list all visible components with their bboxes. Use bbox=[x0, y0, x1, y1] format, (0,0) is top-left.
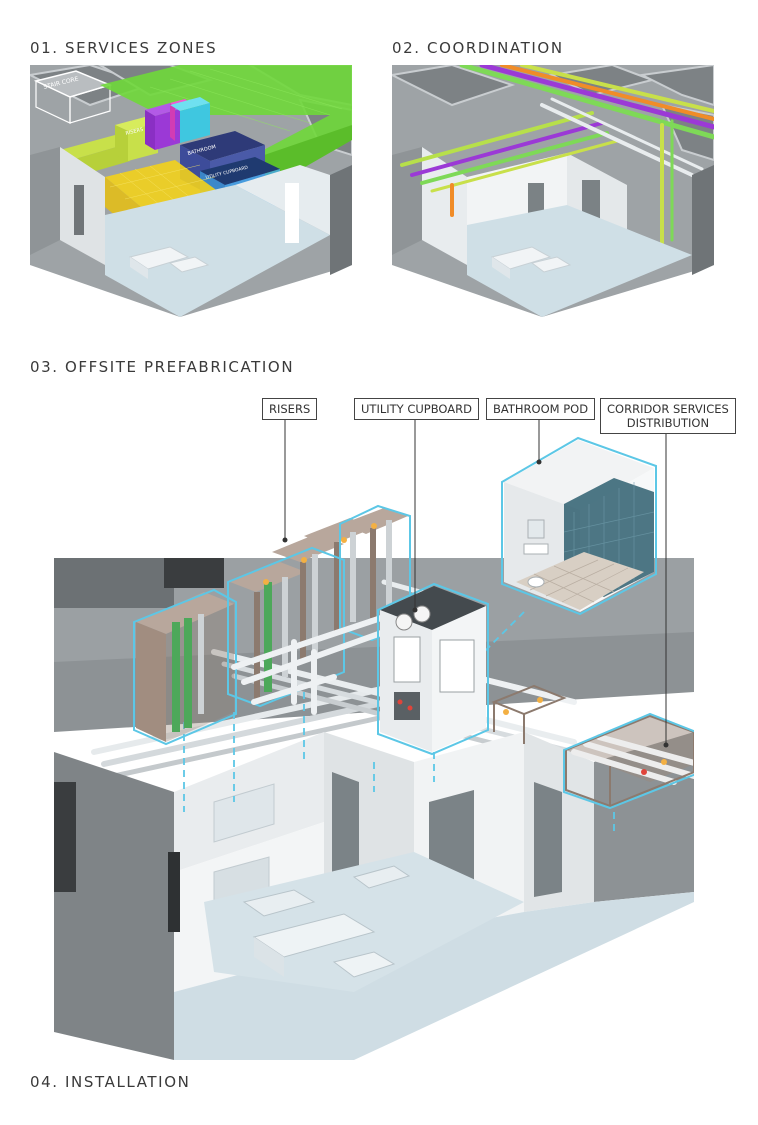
risers-modules bbox=[133, 504, 411, 746]
coordination-illustration bbox=[392, 65, 714, 317]
callout-risers: RISERS bbox=[262, 398, 318, 420]
bathroom-pod-module bbox=[501, 436, 657, 616]
prefabrication-installation-illustration bbox=[54, 432, 694, 1060]
callout-corridor-line2: DISTRIBUTION bbox=[626, 416, 710, 430]
section-title-services-zones: 01. SERVICES ZONES bbox=[30, 39, 218, 57]
section-title-installation: 04. INSTALLATION bbox=[30, 1073, 191, 1091]
callout-corridor-services-distribution: CORRIDOR SERVICES DISTRIBUTION bbox=[600, 398, 736, 434]
section-title-offsite-prefabrication: 03. OFFSITE PREFABRICATION bbox=[30, 358, 295, 376]
utility-cupboard-module bbox=[377, 582, 489, 756]
callout-bathroom-pod: BATHROOM POD bbox=[486, 398, 596, 420]
risers-zone-label: RISERS bbox=[125, 127, 144, 137]
callout-corridor-line1: CORRIDOR SERVICES bbox=[607, 402, 729, 416]
corridor-services-module bbox=[563, 712, 694, 810]
callout-utility-cupboard: UTILITY CUPBOARD bbox=[354, 398, 479, 420]
services-zones-illustration: STAIR CORE RISERS BATHROOM bbox=[30, 65, 352, 317]
section-title-coordination: 02. COORDINATION bbox=[392, 39, 564, 57]
